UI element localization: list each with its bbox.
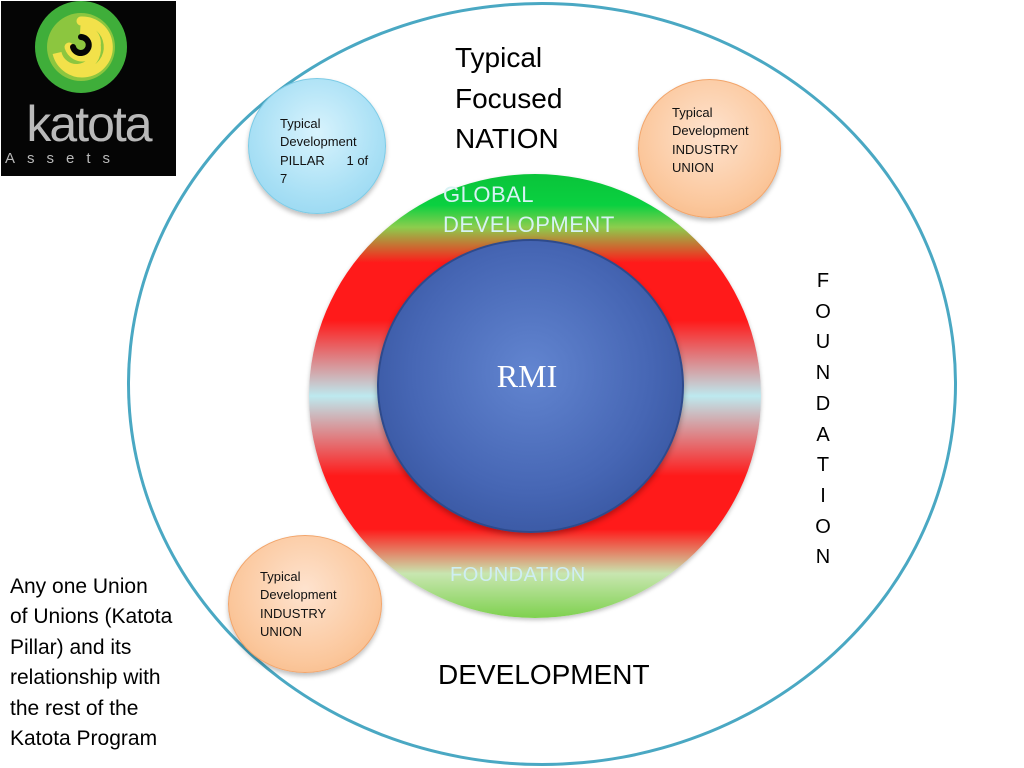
nation-title-line-1: Typical <box>455 42 543 73</box>
foundation-letter: A <box>816 423 830 446</box>
foundation-vertical-label: F O U N D A T I O N <box>808 266 838 573</box>
nation-title: Typical Focused NATION <box>455 38 562 160</box>
logo-wordmark: katota <box>26 96 152 152</box>
nation-title-line-2: Focused <box>455 82 563 114</box>
global-development-line-1: GLOBAL <box>443 182 535 207</box>
katota-logo: katota Assets <box>1 1 176 176</box>
foundation-letter: F <box>816 270 830 292</box>
industry-union-text-top-right: Typical Development INDUSTRY UNION <box>672 105 749 176</box>
industry-union-bubble-bottom-left <box>228 535 382 673</box>
foundation-letter: O <box>815 515 831 538</box>
foundation-letter: I <box>820 484 826 507</box>
nation-title-line-3: NATION <box>455 123 559 155</box>
logo-subtext: Assets <box>5 150 123 167</box>
foundation-letter: D <box>815 392 831 415</box>
foundation-letter: T <box>816 454 830 477</box>
industry-union-bubble-top-right <box>638 79 781 218</box>
outer-ring <box>127 2 957 766</box>
global-development-line-2: DEVELOPMENT <box>443 211 615 237</box>
rmi-core-circle <box>377 239 684 533</box>
foundation-band-label: FOUNDATION <box>450 564 586 586</box>
foundation-letter: U <box>815 331 831 354</box>
global-development-label: GLOBAL DEVELOPMENT <box>443 180 643 240</box>
foundation-letter: O <box>815 300 831 323</box>
pillar-bubble <box>248 78 386 214</box>
foundation-letter: N <box>815 546 831 569</box>
caption-text: Any one Union of Unions (Katota Pillar) … <box>10 575 173 751</box>
foundation-letter: N <box>815 362 831 385</box>
rmi-label: RMI <box>496 358 558 394</box>
green-yellow-swirl-icon <box>35 1 127 93</box>
development-label: DEVELOPMENT <box>438 659 650 690</box>
pillar-bubble-text: Typical Development PILLAR 1 of 7 <box>280 116 369 187</box>
industry-union-text-bottom-left: Typical Development INDUSTRY UNION <box>260 569 337 640</box>
